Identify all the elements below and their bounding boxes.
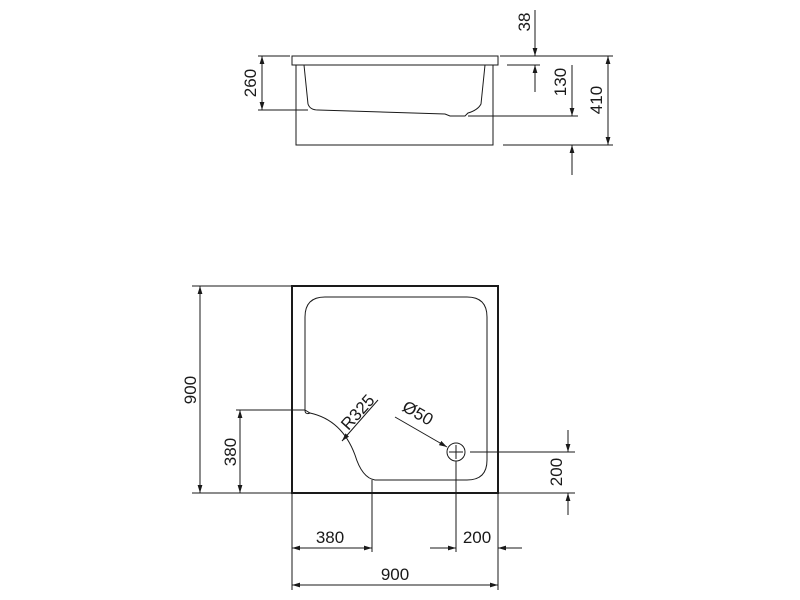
dim-130-label: 130	[551, 68, 570, 96]
radius-label: R325	[337, 391, 378, 434]
plan-view: 900 380 200 380 200 900 R325 Ø50	[181, 285, 575, 590]
dim-900-vertical-label: 900	[181, 376, 200, 404]
tray-body	[295, 65, 494, 146]
dim-260-label: 260	[241, 69, 260, 97]
dim-38-label: 38	[515, 13, 534, 32]
side-view: 260 38 130 410	[241, 10, 613, 175]
tray-outline	[291, 285, 499, 494]
dim-900-horizontal-label: 900	[381, 565, 409, 584]
dim-200-horizontal-label: 200	[463, 528, 491, 547]
basin-outline	[304, 296, 488, 481]
dim-200-vertical-label: 200	[547, 458, 566, 486]
dim-380-vertical-label: 380	[221, 438, 240, 466]
dim-410-label: 410	[587, 86, 606, 114]
dim-380-horizontal-label: 380	[316, 528, 344, 547]
drain-diameter-label: Ø50	[399, 397, 436, 430]
rim	[291, 55, 499, 66]
basin-profile	[303, 64, 486, 117]
